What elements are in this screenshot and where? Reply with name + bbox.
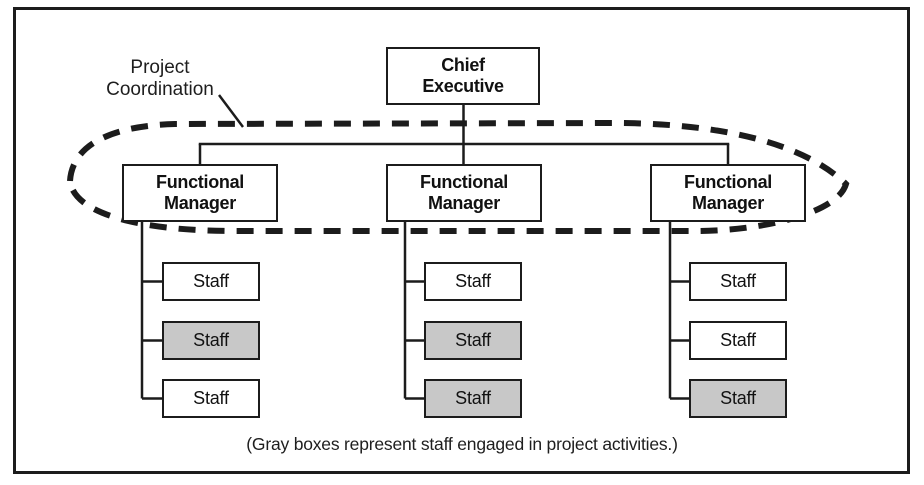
functional-manager-box-2: Functional Manager xyxy=(386,164,542,222)
functional-manager-box-1: Functional Manager xyxy=(122,164,278,222)
annotation-pointer-line xyxy=(218,94,244,128)
figure-caption: (Gray boxes represent staff engaged in p… xyxy=(246,434,678,454)
project-coordination-label: Project Coordination xyxy=(106,57,214,100)
staff-box-1-3: Staff xyxy=(162,379,260,418)
staff-box-3-2: Staff xyxy=(689,321,787,360)
staff-box-2-3: Staff xyxy=(424,379,522,418)
staff-box-3-1: Staff xyxy=(689,262,787,301)
staff-box-3-3: Staff xyxy=(689,379,787,418)
staff-box-1-2: Staff xyxy=(162,321,260,360)
project-coordination-loop-outline xyxy=(66,119,850,234)
staff-box-1-1: Staff xyxy=(162,262,260,301)
staff-box-2-2: Staff xyxy=(424,321,522,360)
hierarchy-connectors xyxy=(140,105,730,400)
chief-executive-box: Chief Executive xyxy=(386,47,540,105)
functional-manager-box-3: Functional Manager xyxy=(650,164,806,222)
staff-box-2-1: Staff xyxy=(424,262,522,301)
